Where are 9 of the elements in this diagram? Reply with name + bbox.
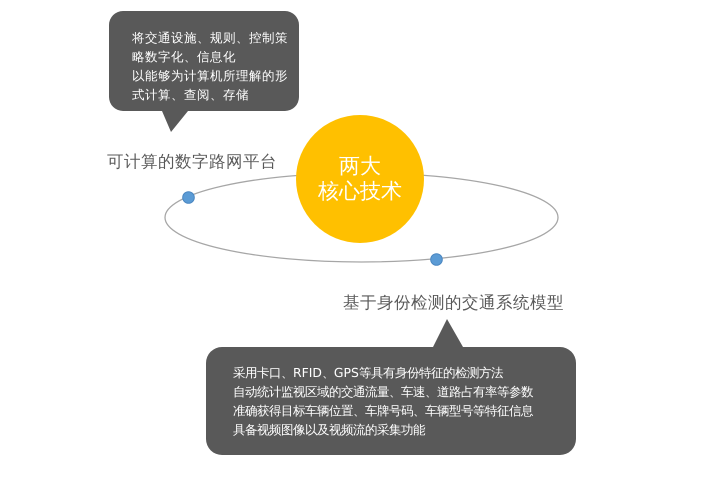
bubble-text: 自动统计监视区域的交通流量、车速、道路占有率等参数 [233,382,533,400]
bubble-text: 以能够为计算机所理解的形式计算、查阅、存储 [132,66,288,104]
bubble-text: 将交通设施、规则、控制策略数字化、信息化 [132,28,288,66]
topic-label: 基于身份检测的交通系统模型 [343,293,564,313]
topic-label: 可计算的数字路网平台 [107,152,277,172]
bubble-text: 具备视频图像以及视频流的采集功能 [233,420,426,438]
circle-text: 两大核心技术 [318,154,402,204]
bubble-text: 准确获得目标车辆位置、车牌号码、车辆型号等特征信息 [233,402,533,420]
bubble-text: 采用卡口、RFID、GPS等具有身份特征的检测方法 [233,364,504,382]
